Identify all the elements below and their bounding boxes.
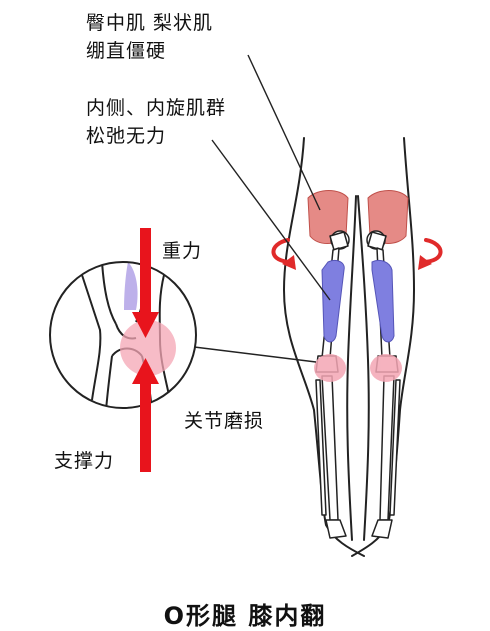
magnified-knee — [49, 261, 197, 409]
label-medial-line2: 松弛无力 — [86, 125, 167, 147]
figure-caption: O形腿 膝内翻 — [163, 602, 327, 630]
label-gluteus-line1: 臀中肌 梨状肌 — [86, 12, 214, 34]
label-medial-line1: 内侧、内旋肌群 — [86, 97, 227, 119]
label-gravity: 重力 — [162, 240, 203, 262]
label-support: 支撑力 — [54, 450, 115, 472]
label-gluteus-line2: 绷直僵硬 — [86, 40, 167, 62]
knee-highlights — [314, 354, 402, 382]
gluteus-muscles — [307, 190, 409, 244]
leader-lines — [177, 54, 331, 363]
force-arrows — [132, 228, 159, 472]
rotation-arrowheads — [282, 255, 432, 270]
medial-muscles — [321, 259, 395, 343]
rotation-arrows — [271, 238, 443, 264]
label-joint-wear: 关节磨损 — [184, 410, 265, 432]
